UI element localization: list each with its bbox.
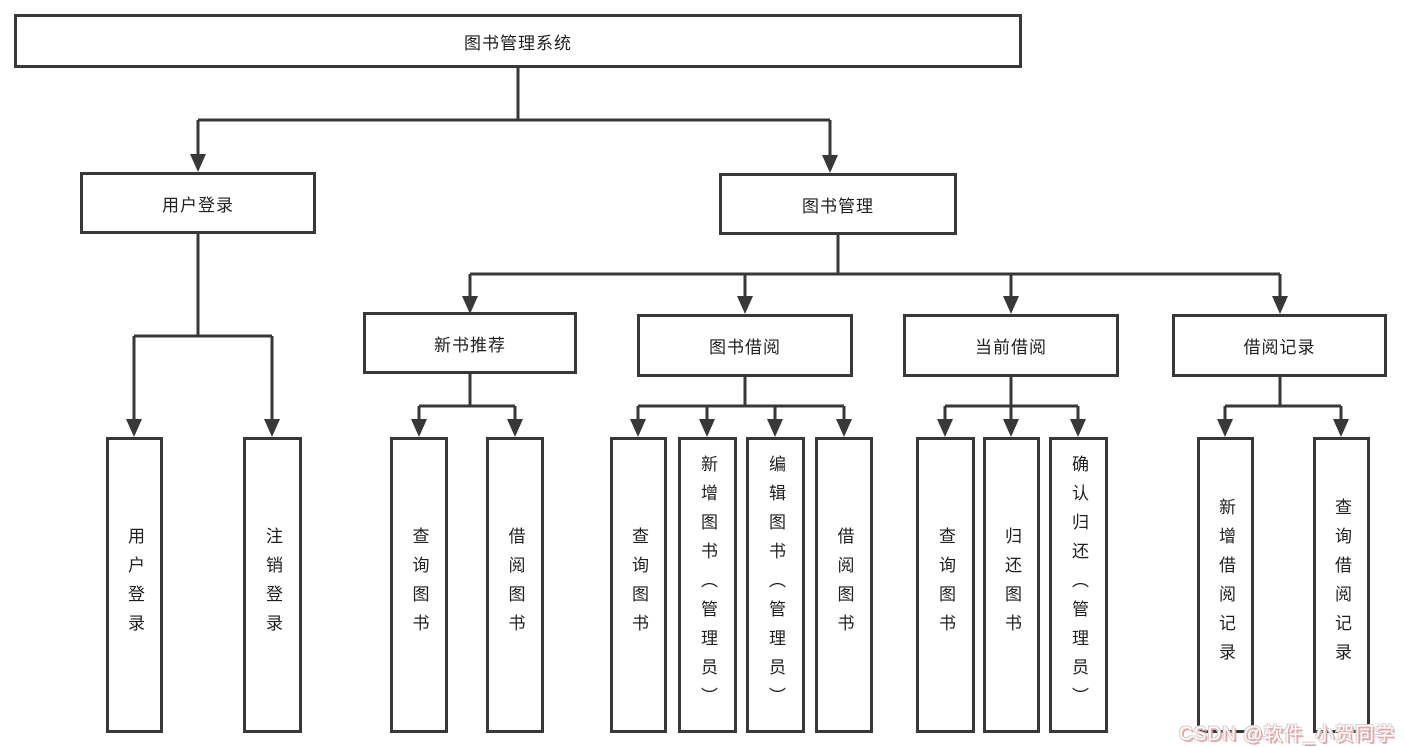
leaf-query-books-borrow: 查询图书 (610, 437, 667, 733)
leaf-query-books-recommend: 查询图书 (390, 437, 448, 733)
leaf-query-books-current: 查询图书 (916, 437, 975, 733)
leaf-query-borrow-record: 查询借阅记录 (1313, 437, 1370, 733)
leaf-edit-books-admin: 编辑图书（管理员） (746, 437, 805, 733)
node-new-book-recommend: 新书推荐 (363, 312, 577, 374)
connector-borrow-records-children (1223, 377, 1343, 421)
leaf-add-books-admin-label: 新增图书（管理员） (698, 454, 717, 716)
connector-book-borrow-children (636, 377, 846, 421)
leaf-logout: 注销登录 (243, 437, 302, 733)
leaf-borrow-books-recommend: 借阅图书 (486, 437, 544, 733)
leaf-add-books-admin: 新增图书（管理员） (678, 437, 737, 733)
node-current-borrow-label: 当前借阅 (975, 338, 1047, 357)
leaf-borrow-books-recommend-label: 借阅图书 (505, 527, 525, 643)
leaf-logout-label: 注销登录 (263, 527, 282, 643)
node-user-login: 用户登录 (80, 172, 316, 234)
leaf-borrow-books-label: 借阅图书 (834, 527, 854, 643)
leaf-confirm-return-admin-label: 确认归还（管理员） (1069, 454, 1088, 716)
node-borrow-records: 借阅记录 (1172, 314, 1387, 377)
leaf-user-login-label: 用户登录 (125, 527, 144, 643)
leaf-return-books-label: 归还图书 (1002, 527, 1021, 643)
node-new-book-recommend-label: 新书推荐 (434, 335, 506, 355)
leaf-user-login: 用户登录 (106, 437, 163, 733)
leaf-query-books-recommend-label: 查询图书 (409, 527, 429, 643)
node-root-label: 图书管理系统 (464, 33, 572, 53)
leaf-edit-books-admin-label: 编辑图书（管理员） (766, 454, 785, 716)
connector-user-login-children (132, 234, 274, 421)
node-book-management: 图书管理 (719, 173, 957, 235)
csdn-watermark: CSDN @软件_小贺同学 (1179, 724, 1395, 745)
leaf-return-books: 归还图书 (983, 437, 1040, 733)
node-book-management-label: 图书管理 (802, 196, 874, 216)
arrowheads (126, 154, 1349, 437)
leaf-query-books-current-label: 查询图书 (936, 527, 955, 643)
node-current-borrow: 当前借阅 (903, 314, 1119, 377)
connector-current-borrow-children (943, 377, 1080, 421)
node-user-login-label: 用户登录 (162, 195, 234, 215)
leaf-add-borrow-record: 新增借阅记录 (1197, 437, 1254, 733)
connector-new-book-recommend-children (417, 374, 517, 421)
leaf-borrow-books: 借阅图书 (815, 437, 873, 733)
leaf-confirm-return-admin: 确认归还（管理员） (1049, 437, 1108, 733)
connector-root-to-level1 (196, 68, 832, 158)
connector-book-management-children (468, 235, 1282, 298)
node-borrow-records-label: 借阅记录 (1243, 338, 1316, 357)
node-root-library-system: 图书管理系统 (14, 14, 1022, 68)
leaf-query-books-borrow-label: 查询图书 (629, 527, 648, 643)
leaf-add-borrow-record-label: 新增借阅记录 (1216, 498, 1235, 672)
node-book-borrow: 图书借阅 (637, 314, 853, 377)
node-book-borrow-label: 图书借阅 (709, 338, 781, 357)
leaf-query-borrow-record-label: 查询借阅记录 (1332, 498, 1351, 672)
